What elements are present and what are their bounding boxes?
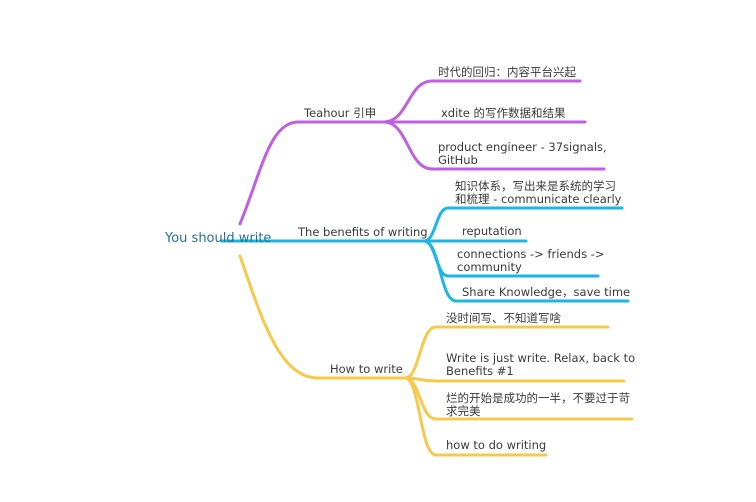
node-benefits-child-1[interactable]: 知识体系，写出来是系统的学习 和梳理 - communicate clearly (455, 179, 622, 206)
node-teahour-child-3[interactable]: product engineer - 37signals, GitHub (438, 140, 607, 167)
node-teahour-child-1[interactable]: 时代的回归：内容平台兴起 (438, 65, 576, 79)
node-benefits-child-3[interactable]: connections -> friends -> community (457, 247, 605, 274)
root-node[interactable]: You should write (165, 231, 272, 246)
connector-root-howto (238, 254, 320, 380)
branch-teahour-label[interactable]: Teahour 引申 (304, 106, 377, 120)
connector-howto-child-2 (403, 376, 626, 383)
connector-howto-child-4 (403, 376, 548, 457)
node-benefits-child-2[interactable]: reputation (462, 224, 522, 238)
connector-howto-child-1 (403, 325, 610, 380)
node-howto-child-4[interactable]: how to do writing (446, 438, 547, 452)
node-howto-child-1[interactable]: 没时间写、不知道写啥 (446, 311, 561, 325)
node-benefits-child-4[interactable]: Share Knowledge，save time (462, 285, 631, 299)
node-howto-child-2[interactable]: Write is just write. Relax, back to Bene… (446, 351, 636, 378)
node-howto-child-3[interactable]: 烂的开始是成功的一半，不要过于苛 求完美 (446, 391, 630, 418)
connector-benefits-child-1 (422, 206, 624, 243)
node-teahour-child-2[interactable]: xdite 的写作数据和结果 (441, 106, 566, 120)
connector-benefits-child-4 (422, 239, 630, 303)
connector-teahour-child-3 (382, 120, 606, 171)
branch-howto-label[interactable]: How to write (330, 362, 403, 376)
branch-benefits-label[interactable]: The benefits of writing (298, 225, 428, 239)
connector-root-teahour (238, 120, 302, 226)
connector-teahour-child-1 (382, 79, 582, 124)
